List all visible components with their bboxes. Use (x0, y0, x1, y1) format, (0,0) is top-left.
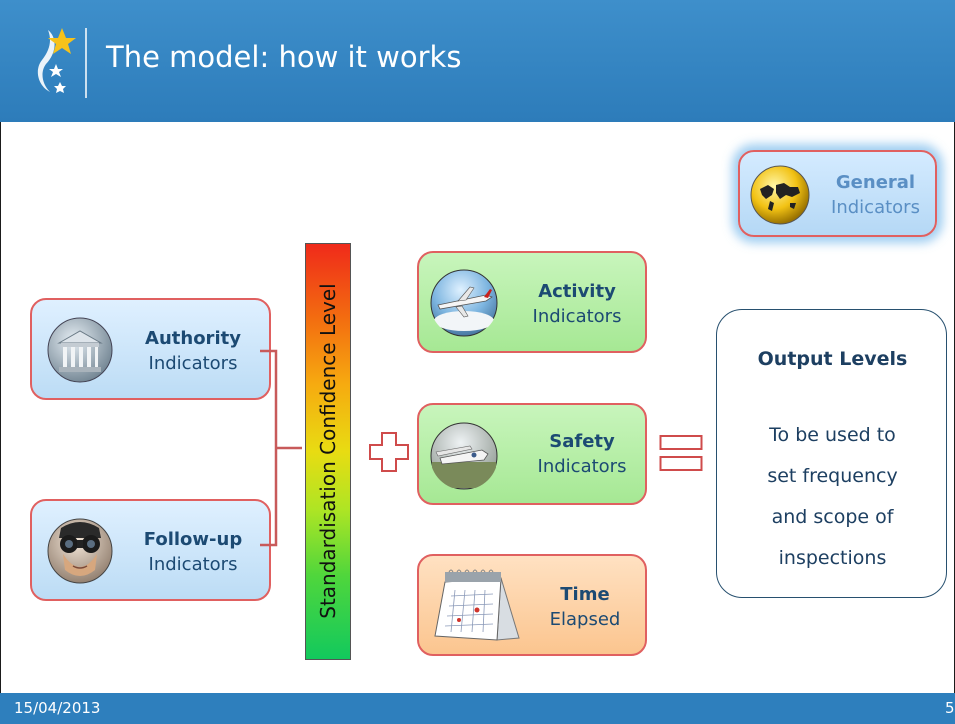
star-logo-icon (37, 28, 87, 98)
output-line-3: and scope of (771, 506, 894, 528)
slide-footer: 15/04/2013 5 (0, 693, 955, 724)
safety-label: Safety Indicators (521, 429, 643, 479)
time-title: Time (560, 584, 610, 605)
binoculars-person-icon (47, 518, 113, 584)
output-line-4: inspections (778, 547, 887, 569)
followup-title: Follow-up (143, 529, 243, 550)
followup-subtitle: Indicators (148, 554, 238, 575)
activity-indicators-box: Activity Indicators (417, 251, 647, 353)
activity-title: Activity (538, 281, 616, 302)
footer-date: 15/04/2013 (14, 699, 101, 717)
followup-label: Follow-up Indicators (124, 527, 262, 577)
time-elapsed-box: Time Elapsed (417, 554, 647, 656)
time-subtitle: Elapsed (549, 609, 621, 630)
general-title: General (835, 172, 916, 193)
slide-header: The model: how it works (0, 0, 955, 122)
confidence-level-scale (305, 243, 351, 660)
safety-title: Safety (549, 431, 615, 452)
activity-label: Activity Indicators (511, 279, 643, 329)
authority-label: Authority Indicators (124, 326, 262, 376)
equals-sign-icon (659, 435, 703, 471)
output-line-2: set frequency (767, 465, 898, 487)
output-levels-box: Output Levels To be used to set frequenc… (716, 309, 947, 598)
safety-indicators-box: Safety Indicators (417, 403, 647, 505)
authority-subtitle: Indicators (148, 353, 238, 374)
calendar-icon (434, 569, 520, 641)
crashed-aircraft-icon (430, 422, 498, 490)
safety-subtitle: Indicators (537, 456, 627, 477)
activity-subtitle: Indicators (532, 306, 622, 327)
page-title: The model: how it works (106, 40, 462, 74)
general-label: General Indicators (818, 170, 933, 220)
followup-indicators-box: Follow-up Indicators (30, 499, 271, 601)
airplane-icon (430, 269, 498, 337)
authority-title: Authority (145, 328, 241, 349)
page-number: 5 (945, 699, 955, 717)
general-indicators-box: General Indicators (738, 150, 937, 237)
plus-sign-icon (369, 432, 409, 472)
building-columns-icon (47, 317, 113, 383)
output-title: Output Levels (757, 348, 908, 370)
grouping-bracket (260, 349, 302, 547)
output-line-1: To be used to (769, 424, 896, 446)
authority-indicators-box: Authority Indicators (30, 298, 271, 400)
time-label: Time Elapsed (527, 582, 643, 632)
general-subtitle: Indicators (831, 197, 920, 218)
confidence-level-label: Standardisation Confidence Level (316, 283, 340, 619)
world-map-globe-icon (750, 165, 810, 225)
